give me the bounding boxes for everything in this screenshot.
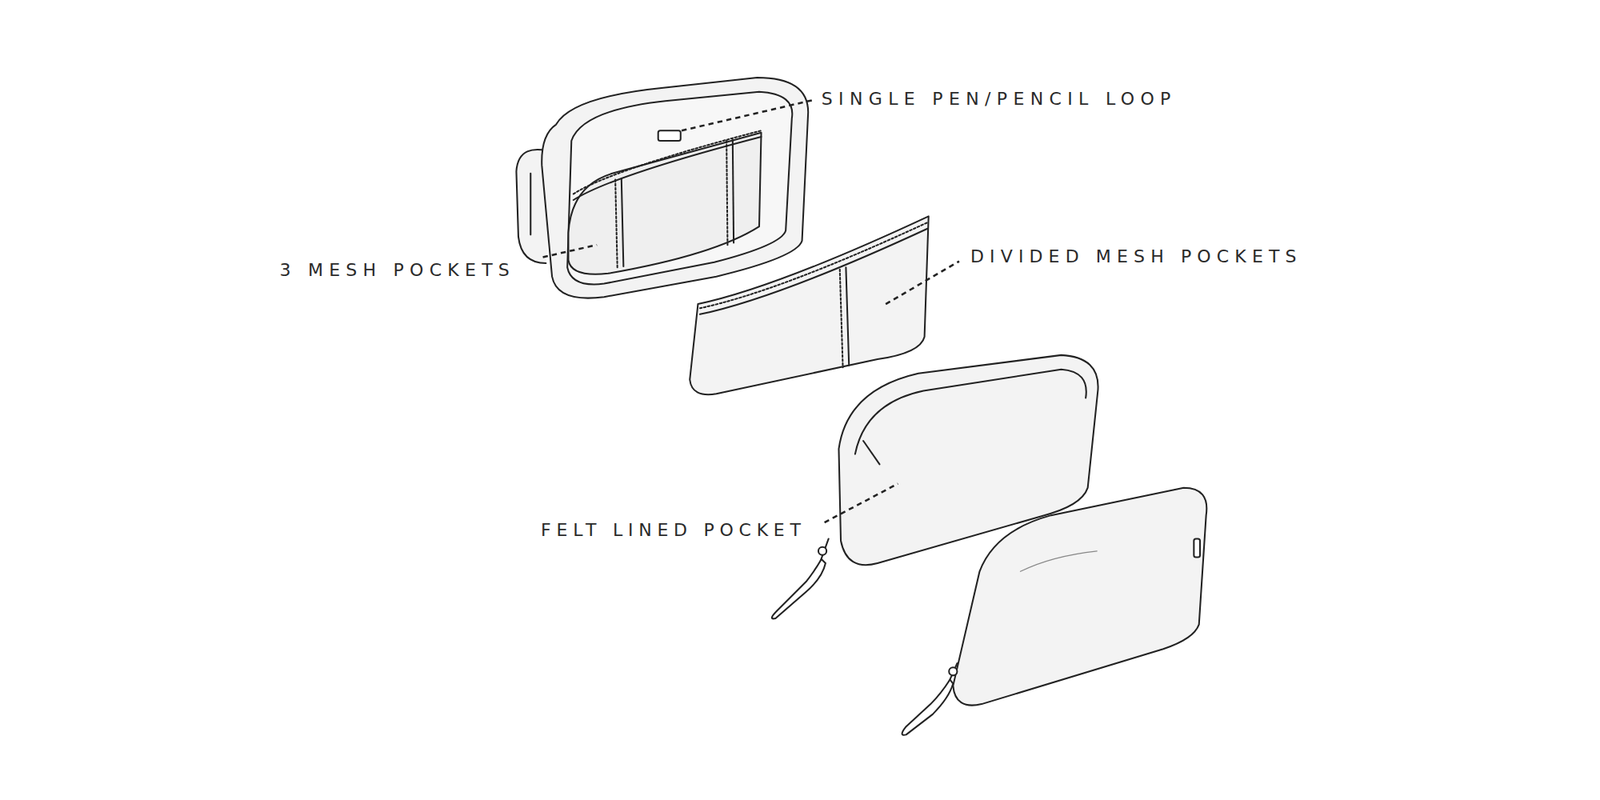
callout-label: SINGLE PEN/PENCIL LOOP <box>821 88 1177 110</box>
leader-lines <box>543 100 960 523</box>
callout-label: DIVIDED MESH POCKETS <box>970 246 1303 268</box>
callout-label: 3 MESH POCKETS <box>279 260 516 281</box>
callout-label: FELT LINED POCKET <box>540 520 807 541</box>
